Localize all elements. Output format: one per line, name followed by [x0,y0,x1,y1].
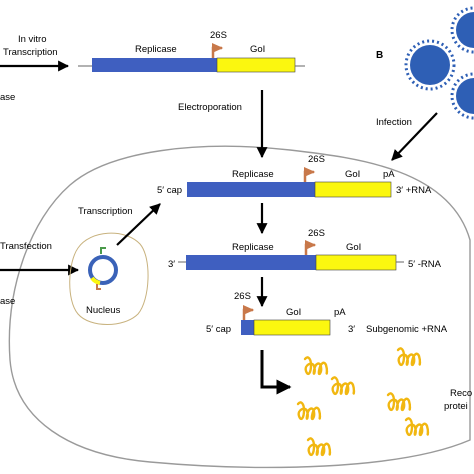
promoter-26s-arrow-top [211,43,224,58]
replicase-segment-plus [187,182,315,197]
replicase-stub-subgenomic [241,320,254,335]
goi-label-plus: GoI [345,169,360,180]
transfection-label: Transfection [0,241,52,252]
nucleus-label: Nucleus [86,305,121,316]
infection-label: Infection [376,117,412,128]
minus-rna-label: 5′ -RNA [408,259,442,270]
replicase-label-plus: Replicase [232,169,274,180]
virus-particle-2 [450,6,474,54]
protein-label: protei [444,401,468,412]
goi-segment-plus [314,181,392,198]
transcription-label: Transcription [78,206,133,217]
replicase-segment-top [92,58,217,72]
left-fragment-ase-bottom: ase [0,296,15,307]
end3-label-subgenomic: 3′ [348,324,355,335]
goi-segment-subgenomic [253,319,331,336]
promoter-26s-label-minus: 26S [308,228,325,239]
electroporation-label: Electroporation [178,102,242,113]
goi-segment-top [216,57,296,73]
replicase-label-top: Replicase [135,44,177,55]
nucleus-outline [69,232,149,325]
protein-coil-6 [404,417,430,437]
transcription-label-top: Transcription [3,47,58,58]
protein-coil-5 [386,392,412,412]
panel-b-label: B [376,50,383,61]
virus-particle-3 [450,72,474,120]
plus-rna-label: 3′ +RNA [396,185,432,196]
promoter-26s-arrow-minus [304,240,317,255]
protein-coil-1 [303,356,329,376]
infection-arrow [391,112,438,161]
replicase-segment-minus [186,255,316,270]
pa-label-subgenomic: pA [334,307,346,318]
cap5-label-plus: 5′ cap [157,185,182,196]
pa-label-plus: pA [383,169,395,180]
translation-arrow [260,350,292,395]
promoter-26s-label-subgenomic: 26S [234,291,251,302]
promoter-26s-label-top: 26S [210,30,227,41]
end3-label-minus: 3′ [168,259,175,270]
subgenomic-rna-label: Subgenomic +RNA [366,324,448,335]
recombinant-label: Reco [450,388,472,399]
protein-coil-4 [296,401,322,421]
plasmid-dna [88,247,118,290]
goi-label-subgenomic: GoI [286,307,301,318]
left-fragment-ase-top: ase [0,92,15,103]
goi-label-top: GoI [250,44,265,55]
replicase-label-minus: Replicase [232,242,274,253]
promoter-26s-arrow-plus [303,167,316,182]
protein-coil-2 [396,347,422,367]
cap5-label-subgenomic: 5′ cap [206,324,231,335]
promoter-26s-arrow-subgenomic [242,305,255,320]
protein-coil-7 [306,437,332,457]
protein-coil-3 [330,376,356,396]
transcription-arrow [116,203,161,246]
promoter-26s-label-plus: 26S [308,154,325,165]
goi-segment-minus [315,254,397,271]
virus-particle-1 [404,39,456,91]
in-vitro-label: In vitro [18,34,47,45]
goi-label-minus: GoI [346,242,361,253]
